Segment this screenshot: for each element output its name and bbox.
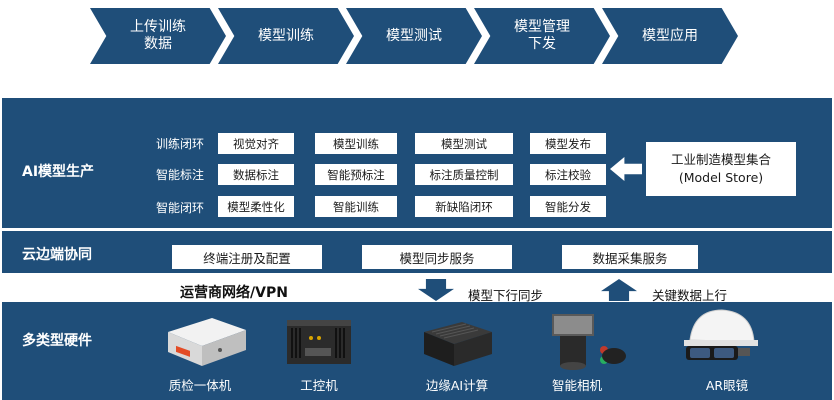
edge-ai-box-icon: [424, 322, 492, 366]
process-flow: 上传训练 数据 模型训练 模型测试 模型管理 下发 模型应用: [90, 8, 750, 64]
chip-model-sync: 模型同步服务: [362, 245, 512, 269]
flow-step-label: 上传训练 数据: [130, 19, 186, 52]
industrial-pc-icon: [287, 320, 351, 364]
flow-step-train: 模型训练: [218, 8, 354, 64]
chip-annotation-check: 标注校验: [530, 164, 606, 185]
model-store-subtitle: (Model Store): [678, 170, 764, 185]
chip-data-collection: 数据采集服务: [562, 245, 698, 269]
inspection-machine-icon: [168, 318, 246, 366]
chip-annotation-qc: 标注质量控制: [415, 164, 513, 185]
hardware-section-title: 多类型硬件: [22, 333, 92, 349]
ar-helmet-icon: [684, 309, 758, 360]
row-label-smart-annotation: 智能标注: [155, 168, 204, 182]
ai-section-title: AI模型生产: [22, 164, 95, 180]
flow-step-label: 模型训练: [258, 27, 314, 44]
chip-model-release: 模型发布: [530, 133, 606, 154]
row-label-smart-loop: 智能闭环: [155, 201, 204, 215]
arrow-up-icon: [601, 279, 637, 301]
chip-model-flex: 模型柔性化: [218, 196, 294, 217]
device-label-smart-camera: 智能相机: [551, 378, 602, 393]
chip-smart-distribution: 智能分发: [530, 196, 606, 217]
model-store-box: 工业制造模型集合 (Model Store): [646, 142, 796, 196]
flow-step-upload: 上传训练 数据: [90, 8, 226, 64]
flow-step-manage: 模型管理 下发: [474, 8, 610, 64]
arrow-down-icon: [418, 279, 454, 301]
device-label-inspection: 质检一体机: [168, 378, 232, 393]
downlink-text: 模型下行同步: [468, 288, 544, 303]
flow-step-label: 模型测试: [386, 27, 442, 44]
model-store-title: 工业制造模型集合: [670, 152, 771, 167]
chip-data-annotation: 数据标注: [218, 164, 294, 185]
chip-model-testing: 模型测试: [415, 133, 513, 154]
flow-step-apply: 模型应用: [602, 8, 738, 64]
chip-smart-training: 智能训练: [315, 196, 397, 217]
chip-model-training: 模型训练: [315, 133, 397, 154]
smart-camera-icon: [552, 314, 626, 370]
chip-visual-align: 视觉对齐: [218, 133, 294, 154]
network-label: 运营商网络/VPN: [180, 285, 288, 301]
chip-new-defect-loop: 新缺陷闭环: [415, 196, 513, 217]
device-label-industrial-pc: 工控机: [300, 378, 338, 393]
chip-smart-pre-annotation: 智能预标注: [315, 164, 397, 185]
cloud-section-title: 云边端协同: [22, 247, 92, 263]
flow-step-label: 模型应用: [642, 27, 698, 44]
device-label-edge-ai: 边缘AI计算: [425, 378, 489, 393]
chip-terminal-registration: 终端注册及配置: [172, 245, 322, 269]
flow-step-test: 模型测试: [346, 8, 482, 64]
row-label-training-loop: 训练闭环: [155, 137, 204, 151]
device-label-ar-glasses: AR眼镜: [705, 378, 749, 393]
flow-step-label: 模型管理 下发: [514, 19, 570, 52]
uplink-text: 关键数据上行: [652, 288, 728, 303]
